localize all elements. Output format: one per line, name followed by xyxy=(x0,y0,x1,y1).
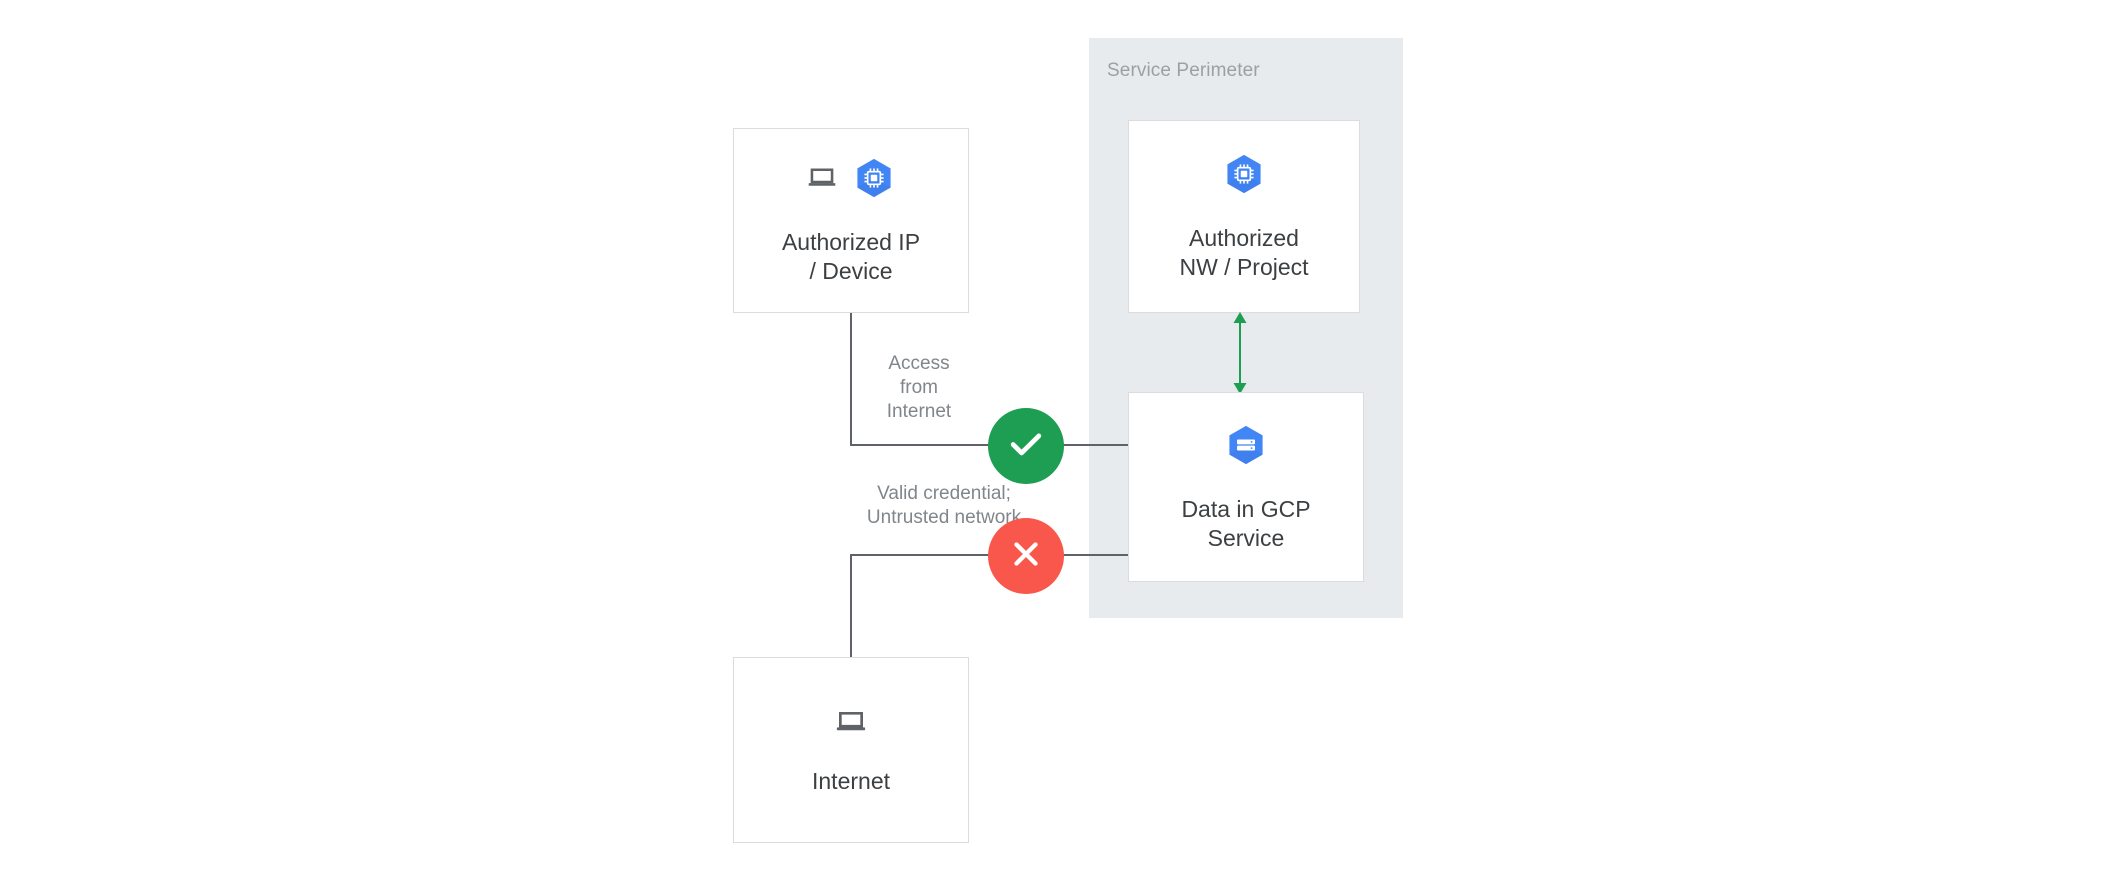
status-badge-allowed xyxy=(988,408,1064,484)
node-icon-group xyxy=(805,155,897,206)
node-icon-group xyxy=(833,704,869,745)
compute-engine-icon xyxy=(851,155,897,206)
node-internet[interactable]: Internet xyxy=(733,657,969,843)
compute-engine-icon xyxy=(1221,151,1267,202)
laptop-icon xyxy=(833,704,869,745)
status-badge-denied xyxy=(988,518,1064,594)
database-icon xyxy=(1223,422,1269,473)
edge-caption-allowed-access: Access from Internet xyxy=(886,353,952,422)
node-icon-group xyxy=(1223,422,1269,473)
node-label: Data in GCP Service xyxy=(1181,495,1311,551)
node-label: Authorized NW / Project xyxy=(1179,225,1309,280)
node-authorized-ip-device[interactable]: Authorized IP / Device xyxy=(733,128,969,313)
node-data-in-gcp-service[interactable]: Data in GCP Service xyxy=(1128,392,1364,582)
perimeter-internal-link-arrow xyxy=(1228,312,1252,394)
close-icon xyxy=(1006,534,1046,579)
node-icon-group xyxy=(1221,151,1267,202)
node-label: Authorized IP / Device xyxy=(781,229,921,284)
connector-device-down xyxy=(850,313,852,446)
node-label: Internet xyxy=(812,768,890,794)
connector-device-right xyxy=(850,444,1000,446)
service-perimeter-label: Service Perimeter xyxy=(1107,60,1260,81)
connector-internet-up xyxy=(850,554,852,659)
edge-caption-denied-access: Valid credential; Untrusted network xyxy=(866,483,1022,528)
check-icon xyxy=(1004,422,1048,471)
node-authorized-nw-project[interactable]: Authorized NW / Project xyxy=(1128,120,1360,313)
connector-deny-to-data xyxy=(1052,554,1130,556)
connector-allow-to-data xyxy=(1052,444,1130,446)
laptop-icon xyxy=(805,161,839,200)
connector-internet-right xyxy=(850,554,1000,556)
